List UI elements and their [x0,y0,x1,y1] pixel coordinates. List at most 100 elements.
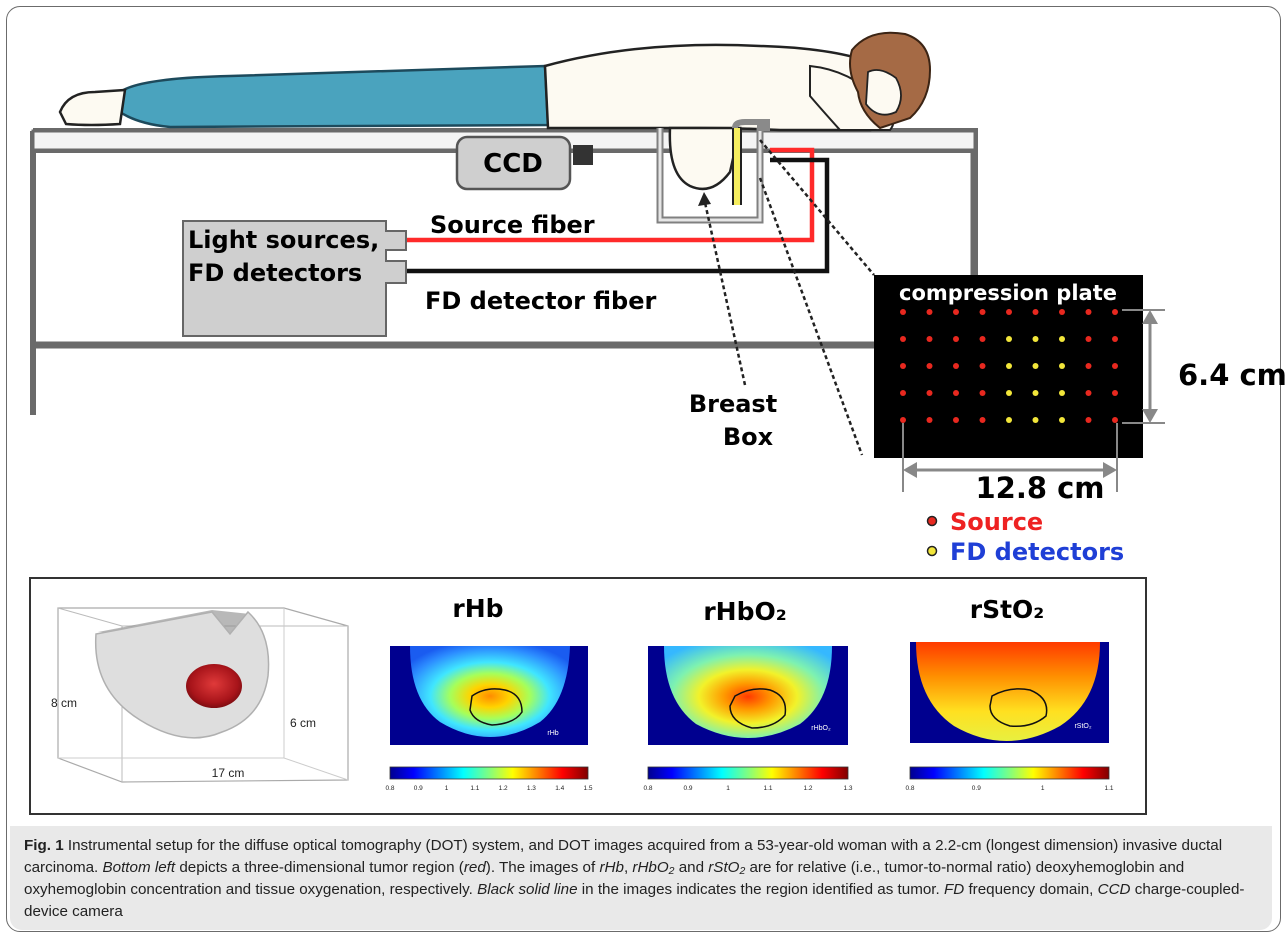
detector-dot [1059,363,1065,369]
source-dot [1085,309,1092,315]
source-dot [1112,417,1118,423]
colorbar-tick-label: 1.3 [527,785,536,792]
width-label: 12.8 cm [975,471,1104,505]
caption-red: red [463,859,486,876]
caption-text-6: frequency domain, [964,881,1098,898]
breast-box-label-2: Box [723,423,774,451]
colorbar-tick-label: 0.9 [972,785,981,792]
fig-label: Fig. 1 [24,837,64,854]
figure-caption: Fig. 1 Instrumental setup for the diffus… [10,826,1272,930]
colorbar-tick-label: 1.4 [555,785,564,792]
ccd-camera: CCD [455,135,593,191]
colorbar-tick-label: 1.2 [803,785,812,792]
caption-text-5: in the images indicates the region ident… [577,881,944,898]
source-dot [1085,363,1092,369]
colorbar-tick-label: 1 [445,785,449,792]
map-rhb-colorbar [389,766,589,780]
breast-box-label-1: Breast [689,390,777,418]
map-rsto2-corner: rStO₂ [1074,723,1091,730]
light-sources-label-2: FD detectors [188,259,362,287]
source-dot [926,309,933,315]
detector-dot [1032,390,1039,396]
colorbar-tick-label: 1.1 [1104,785,1113,792]
source-dot [1059,309,1065,315]
detector-dot [1006,336,1012,342]
source-dot [953,390,959,396]
source-dot [979,309,986,315]
map-rsto2-colorbar [909,766,1110,780]
colorbar-tick-label: 0.9 [414,785,423,792]
map-rsto2-title: rStO₂ [970,595,1045,624]
source-dot [900,336,906,342]
patient-illustration [58,31,932,191]
box-height-label: 8 cm [51,696,77,710]
map-rhb-title: rHb [452,594,503,623]
plate-title: compression plate [899,281,1117,305]
source-dot [979,363,986,369]
detector-dot [1032,363,1039,369]
colorbar-tick-label: 0.8 [643,785,652,792]
caption-text-2: depicts a three-dimensional tumor region… [175,859,464,876]
colorbar-tick-label: 1 [726,785,730,792]
light-sources-box: Light sources, FD detectors [182,220,407,337]
detector-dot [1059,417,1065,423]
fibers [403,119,830,274]
source-dot [1006,309,1012,315]
source-dot [953,417,959,423]
source-dot [900,309,906,315]
source-dot [926,417,933,423]
source-legend-dot [926,515,938,527]
source-dot [953,309,959,315]
box-depth-label: 6 cm [290,716,316,730]
ccd-label: CCD [483,149,543,179]
map-rhbo2-corner: rHbO₂ [811,725,831,732]
source-dot [900,417,906,423]
source-dot [926,363,933,369]
source-dot [1112,309,1118,315]
detector-dot [1059,390,1065,396]
zoom-lines [758,139,875,456]
caption-text-7: charge-coupled-device camera [24,881,1245,920]
source-dot [1085,390,1092,396]
caption-comma: , [623,859,633,876]
box-width-label: 17 cm [212,766,245,780]
height-label: 6.4 cm [1178,358,1285,392]
detector-fiber-label: FD detector fiber [425,287,657,315]
caption-ccd: CCD [1097,881,1131,898]
tumor-3d-render: 8 cm 6 cm 17 cm [51,607,349,783]
source-fiber-label: Source fiber [430,211,595,239]
caption-fd: FD [943,881,965,898]
caption-rsto2: rStO₂ [708,859,746,876]
height-dimension: 6.4 cm [1122,309,1285,424]
colorbar-tick-label: 1.2 [499,785,508,792]
map-rhbo2-colorbar [647,766,849,780]
source-dot [926,336,933,342]
source-dot [1112,390,1118,396]
source-dot [979,336,986,342]
colorbar-tick-label: 1.3 [843,785,852,792]
legend-detector-label: FD detectors [950,538,1124,566]
legend-source-label: Source [950,508,1043,536]
caption-bottom-left: Bottom left [102,859,176,876]
source-dot [900,390,906,396]
compression-plate: compression plate [874,275,1143,458]
caption-rhbo2: rHbO₂ [632,859,675,876]
source-dot [953,363,959,369]
light-sources-label-1: Light sources, [188,226,379,254]
map-rhbo2-title: rHbO₂ [703,597,786,626]
tumor-region [186,664,242,708]
detector-dot [1032,417,1039,423]
colorbar-tick-label: 1.1 [763,785,772,792]
map-rhbo2: rHbO₂ rHbO₂ [647,597,849,780]
detector-dot [1059,336,1065,342]
source-dot [926,390,933,396]
detector-dot [1006,390,1012,396]
dot-grid [900,309,1118,423]
breast-box-pointer [702,197,747,386]
source-dot [1085,336,1092,342]
map-rhb: rHb rHb [389,594,589,780]
detector-legend-dot [926,545,938,557]
width-dimension: 12.8 cm [902,423,1118,505]
